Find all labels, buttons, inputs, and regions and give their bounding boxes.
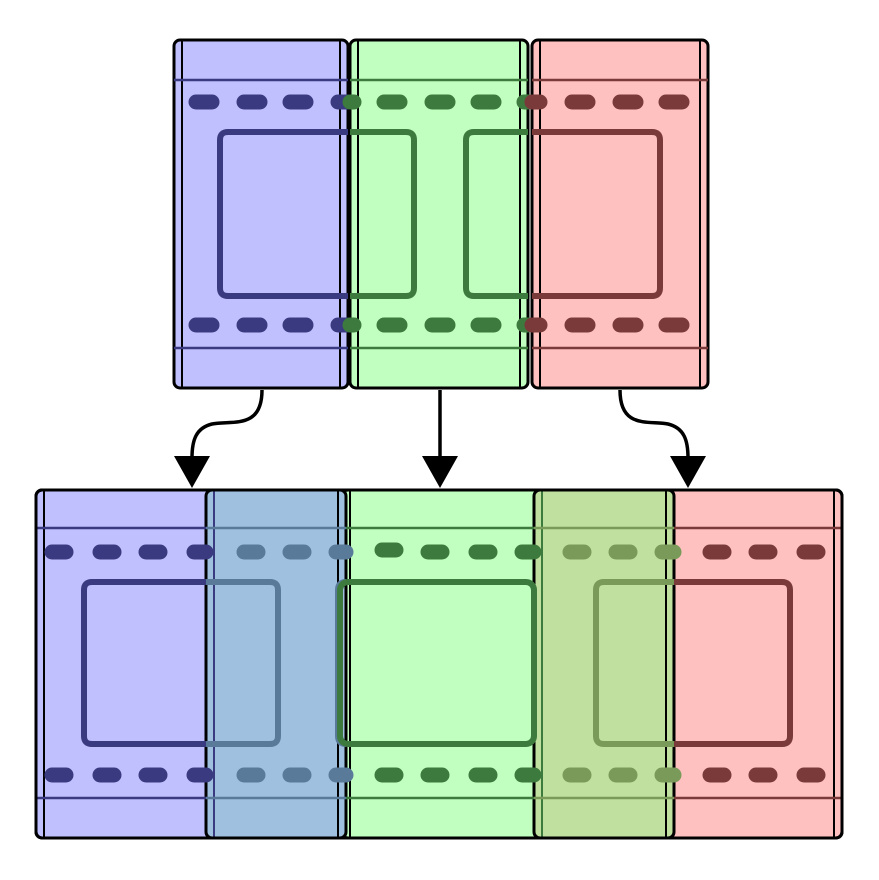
top-segment-red <box>530 38 710 390</box>
arrow-red <box>618 389 690 459</box>
bottom-overlap-green-red <box>532 488 676 840</box>
top-segment-green <box>348 38 530 390</box>
bottom-frame-green <box>335 579 537 747</box>
top-segment-blue <box>172 38 350 390</box>
mapping-arrows <box>190 389 690 459</box>
arrow-heads <box>174 456 706 488</box>
top-frame-left <box>217 129 417 299</box>
bottom-band-lines <box>36 526 842 800</box>
bottom-strip-outline <box>34 488 844 840</box>
arrow-blue <box>190 389 264 459</box>
bottom-frame-blue <box>81 579 281 747</box>
bottom-frame-red <box>593 579 793 747</box>
arrowhead-red <box>670 456 706 488</box>
top-frame-right <box>463 129 663 299</box>
bottom-segment-red <box>666 488 844 840</box>
top-film-strip <box>172 38 710 390</box>
bottom-sprocket-row-upper <box>44 542 826 560</box>
top-band-lines <box>174 78 708 350</box>
bottom-film-strip <box>34 488 844 840</box>
arrowhead-blue <box>174 456 210 488</box>
arrowhead-green <box>422 456 458 488</box>
